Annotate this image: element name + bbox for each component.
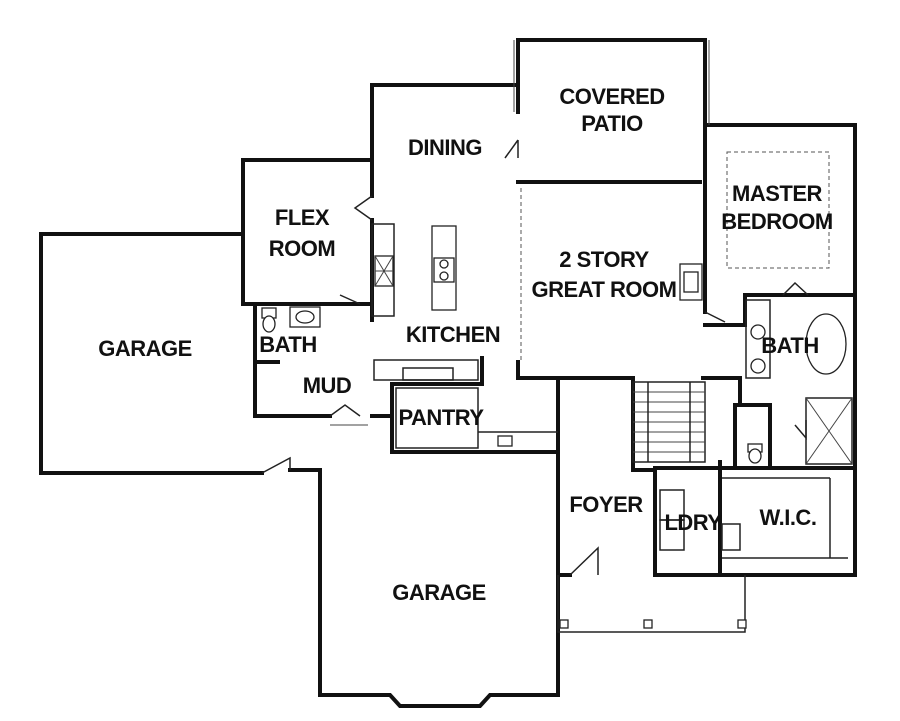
great-room-label-line2: GREAT ROOM bbox=[532, 277, 677, 302]
porch-post bbox=[643, 619, 653, 629]
flex-room-label-line2: ROOM bbox=[269, 236, 335, 261]
kitchen-label: KITCHEN bbox=[406, 322, 500, 347]
porch-post bbox=[737, 619, 747, 629]
covered-patio-label: COVERED bbox=[559, 84, 664, 109]
interior-lines bbox=[261, 40, 830, 633]
great-room-label: 2 STORY bbox=[559, 247, 649, 272]
mud-label: MUD bbox=[303, 373, 352, 398]
fixtures bbox=[261, 223, 853, 629]
garage-front-label: GARAGE bbox=[392, 580, 486, 605]
master-bedroom-label: MASTER bbox=[732, 181, 823, 206]
stairs bbox=[632, 381, 706, 463]
bathtub-icon bbox=[805, 313, 847, 375]
master-bedroom-label-line2: BEDROOM bbox=[721, 209, 832, 234]
garage-left-label: GARAGE bbox=[98, 336, 192, 361]
porch-post bbox=[559, 619, 569, 629]
bath-small-label: BATH bbox=[259, 332, 316, 357]
foyer-label: FOYER bbox=[569, 492, 643, 517]
bath-master-label: BATH bbox=[761, 333, 818, 358]
room-labels: COVERED PATIO DINING MASTER BEDROOM FLEX… bbox=[98, 84, 833, 605]
sink-icon bbox=[433, 257, 455, 283]
pantry-label: PANTRY bbox=[399, 405, 485, 430]
flex-room-label: FLEX bbox=[275, 205, 330, 230]
wic-label: W.I.C. bbox=[760, 505, 817, 530]
ldry-label: LDRY bbox=[664, 510, 722, 535]
dining-label: DINING bbox=[408, 135, 482, 160]
covered-patio-label-line2: PATIO bbox=[581, 111, 643, 136]
